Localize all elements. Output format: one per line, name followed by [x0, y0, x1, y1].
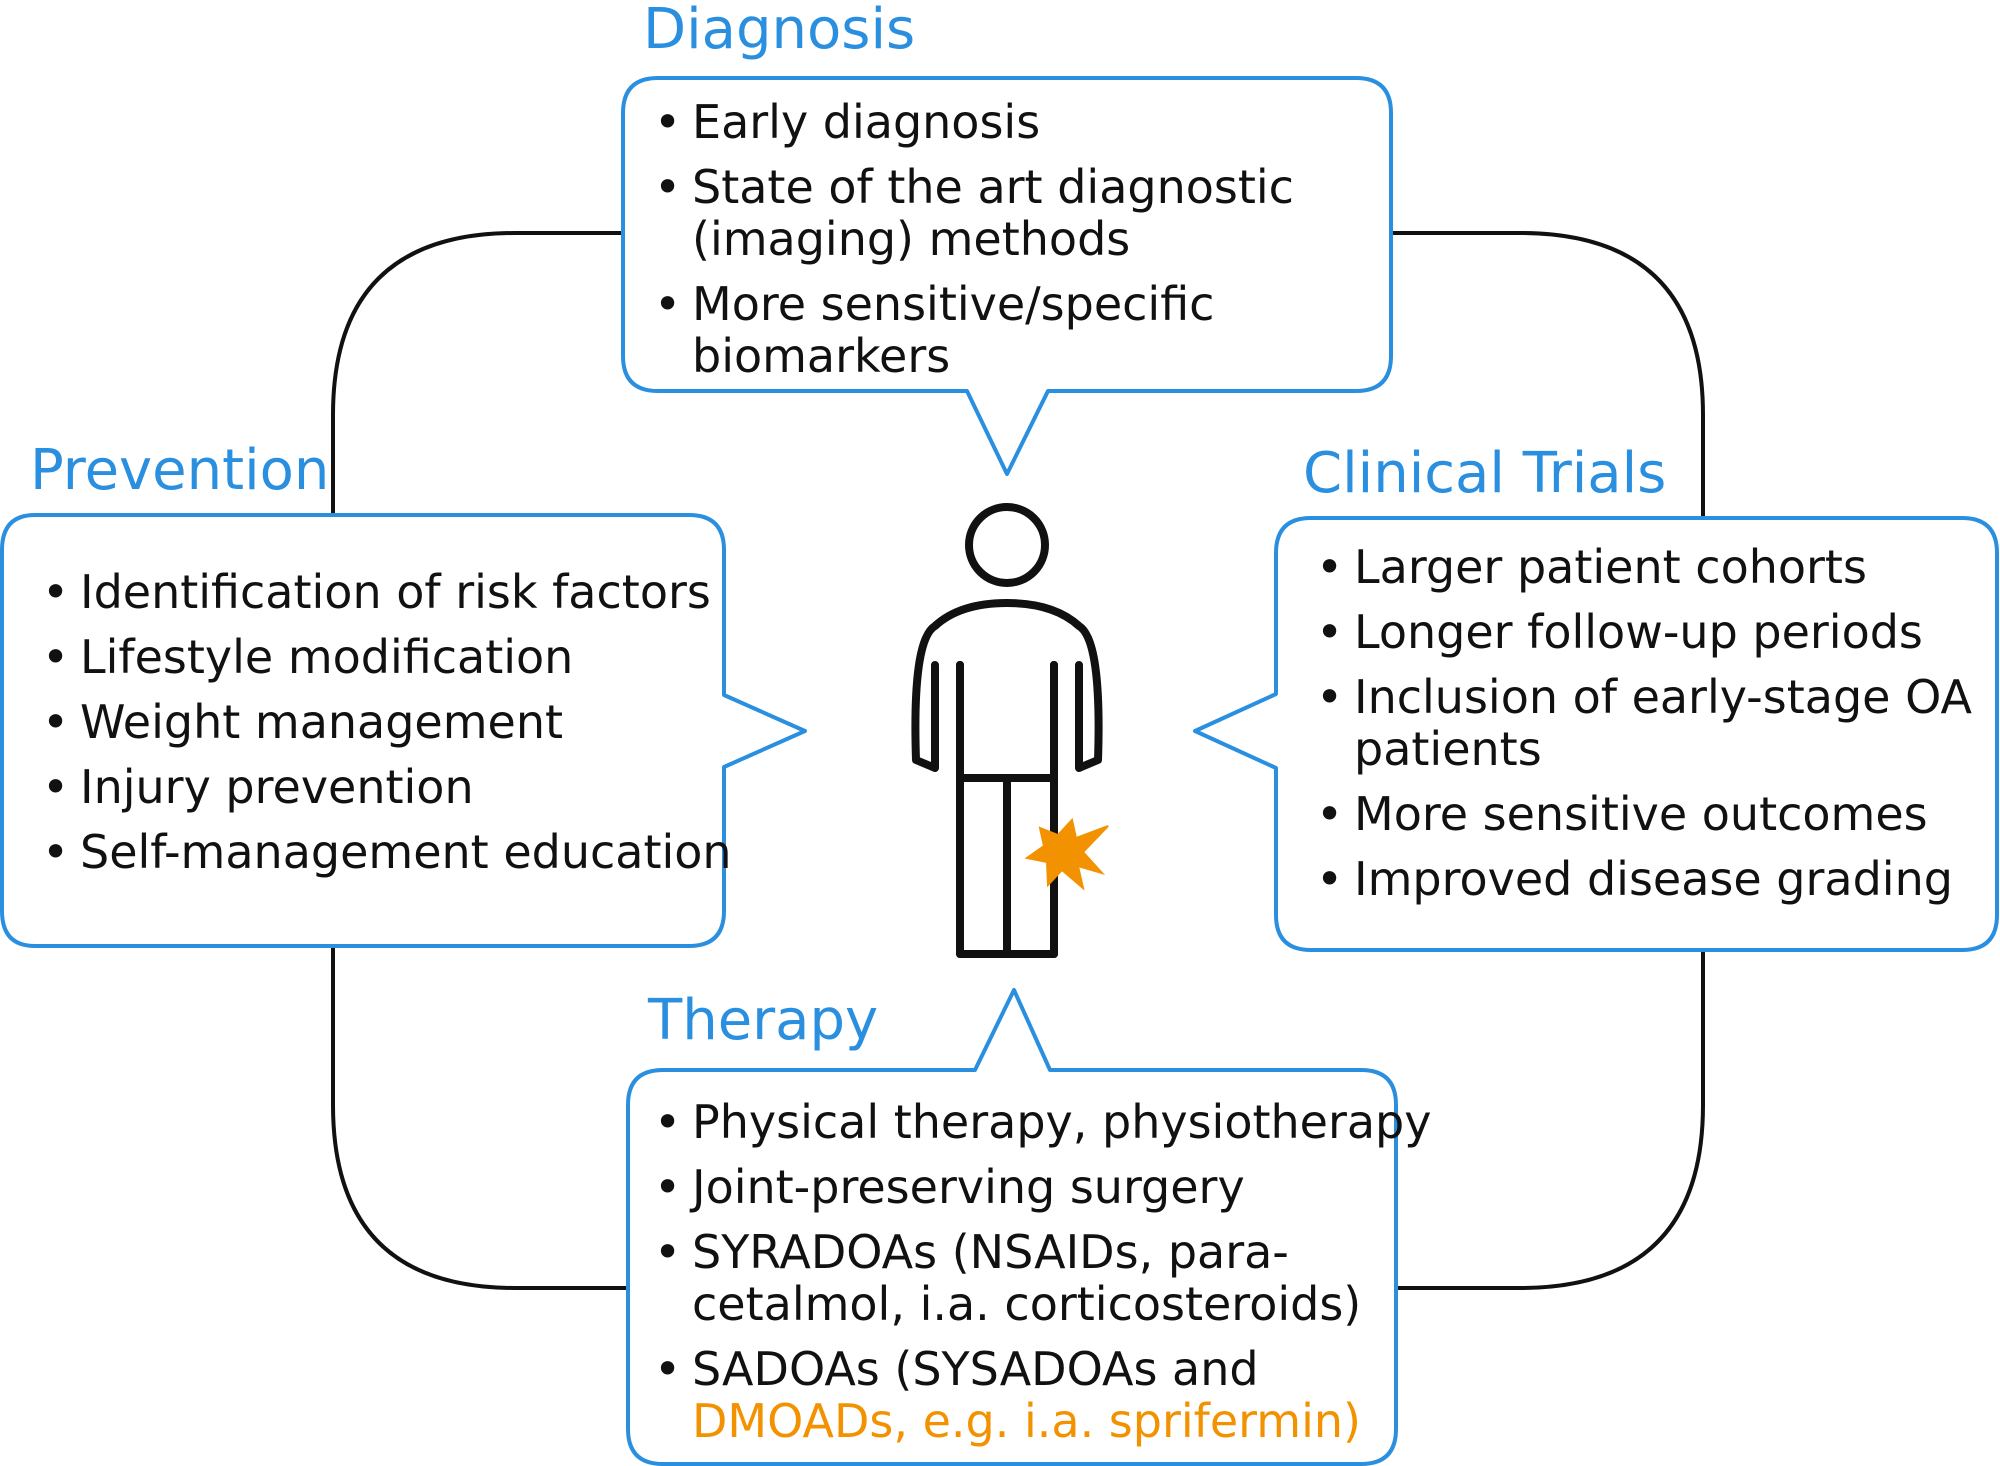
list-item: •Inclusion of early-stage OA	[1316, 670, 1972, 724]
list-item: •Injury prevention	[42, 760, 474, 814]
list-item: •Larger patient cohorts	[1316, 540, 1867, 594]
list-item-continuation: cetalmol, i.a. corticosteroids)	[692, 1277, 1362, 1331]
clinical-trials-heading: Clinical Trials	[1303, 441, 1667, 506]
list-item: •SADOAs (SYSADOAs and	[654, 1342, 1259, 1396]
cycle-connector	[331, 231, 623, 515]
list-item: •Improved disease grading	[1316, 852, 1953, 906]
list-item: •Self-management education	[42, 825, 732, 879]
prevention-heading: Prevention	[30, 438, 330, 503]
list-item: •Identification of risk factors	[42, 565, 711, 619]
person-body-outline	[956, 661, 1058, 958]
cycle-connector	[1396, 950, 1705, 1290]
list-item: •More sensitive/specific	[654, 277, 1215, 331]
therapy-list: •Physical therapy, physiotherapy •Joint-…	[650, 1096, 1431, 1460]
list-item: •Joint-preserving surgery	[654, 1160, 1245, 1214]
diagnosis-heading: Diagnosis	[643, 0, 916, 62]
list-item: •Physical therapy, physiotherapy	[654, 1095, 1432, 1149]
cycle-connector	[1391, 231, 1705, 518]
therapy-bubble	[626, 988, 1398, 1466]
list-item-continuation: (imaging) methods	[692, 212, 1131, 266]
list-item: •Lifestyle modification	[42, 630, 574, 684]
list-item-continuation: patients	[1354, 722, 1542, 776]
list-item: •State of the art diagnostic	[654, 160, 1294, 214]
prevention-list: •Identification of risk factors •Lifesty…	[38, 566, 732, 891]
person-arms	[911, 599, 1103, 958]
list-item: •More sensitive outcomes	[1316, 787, 1928, 841]
diagnosis-bubble	[621, 76, 1393, 476]
person-icon	[911, 503, 1103, 958]
list-item: •Weight management	[42, 695, 564, 749]
cycle-connector	[331, 946, 628, 1290]
list-item: •Longer follow-up periods	[1316, 605, 1923, 659]
person-head	[965, 503, 1049, 587]
list-item-continuation: biomarkers	[692, 329, 951, 383]
pain-burst-icon	[1024, 817, 1109, 891]
list-item-continuation-highlight: DMOADs, e.g. i.a. sprifermin)	[692, 1394, 1361, 1448]
list-item: •Early diagnosis	[654, 95, 1041, 149]
clinical-trials-bubble	[1193, 516, 1999, 952]
prevention-bubble	[0, 513, 807, 948]
clinical-trials-list: •Larger patient cohorts •Longer follow-u…	[1312, 541, 1972, 918]
list-item: •SYRADOAs (NSAIDs, para-	[654, 1225, 1289, 1279]
therapy-heading: Therapy	[648, 988, 879, 1053]
diagnosis-list: •Early diagnosis •State of the art diagn…	[650, 96, 1294, 395]
person-torso	[956, 661, 1058, 782]
